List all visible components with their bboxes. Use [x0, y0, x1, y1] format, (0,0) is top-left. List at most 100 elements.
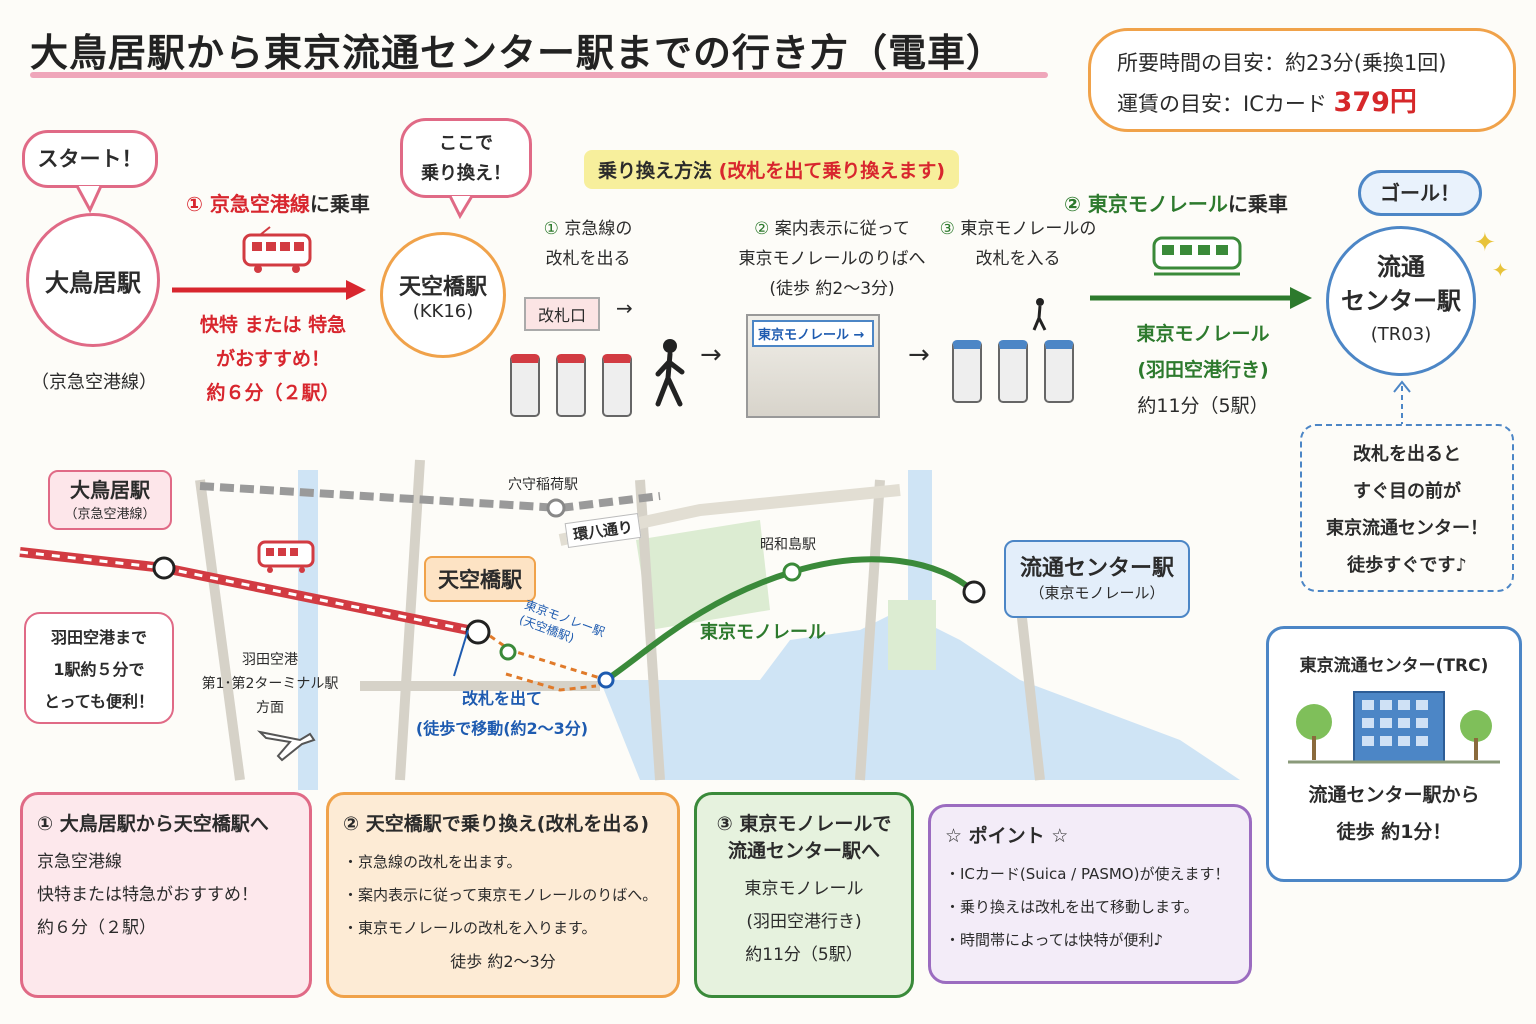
exit-note-l1: 改札を出ると [1353, 444, 1461, 465]
goal-station-l1: 流通 [1377, 253, 1425, 281]
step1-suffix: に乗車 [309, 192, 370, 216]
transfer-bubble-tail [448, 195, 474, 220]
map-haneda-l1: 羽田空港 [242, 652, 298, 668]
haneda-note-bubble: 羽田空港まで 1駅約５分で とっても便利！ [24, 612, 174, 724]
sign-arrow-icon: → [616, 296, 633, 320]
fare-value: 379円 [1333, 87, 1417, 118]
step2-notes: 東京モノレール (羽田空港行き) 約11分（5駅） [1108, 316, 1298, 424]
substep-3-l1: 東京モノレールの [960, 219, 1097, 239]
haneda-note-l2: 1駅約５分で [53, 660, 145, 679]
info-box-3: ③ 東京モノレールで 流通センター駅へ 東京モノレール (羽田空港行き) 約11… [694, 792, 914, 998]
haneda-note-l3: とっても便利！ [44, 692, 154, 711]
goal-station-l2: センター駅 [1341, 287, 1461, 315]
step1-note1: 快特 または 特急 [199, 314, 347, 336]
dashed-arrow [1393, 380, 1411, 424]
transfer-method-label: 乗り換え方法 [598, 160, 713, 182]
map-walk-l2: (徒歩で移動(約2〜3分) [415, 719, 589, 738]
step2-note1: 東京モノレール [1136, 323, 1270, 345]
substep-1-num: ① [543, 219, 559, 239]
map-anamori: 穴守稲荷駅 [508, 477, 578, 493]
substep-1: ① 京急線の 改札を出る [508, 214, 668, 274]
substep-2-l1: 案内表示に従って [774, 219, 910, 239]
info-box-2: ② 天空橋駅で乗り換え(改札を出る) ・京急線の改札を出ます。 ・案内表示に従っ… [326, 792, 680, 998]
sparkle-icon: ✦ [1492, 258, 1509, 282]
info-box-3-head: ③ 東京モノレールで [716, 813, 892, 835]
step2-num: ② [1064, 192, 1081, 216]
page-title: 大鳥居駅から東京流通センター駅までの行き方（電車） [30, 31, 1006, 75]
map-haneda-l3: 方面 [256, 700, 284, 716]
info-box-4-l2: ・乗り換えは改札を出て移動します。 [945, 898, 1199, 916]
start-line: （京急空港線） [31, 372, 157, 393]
info-box-1: ① 大鳥居駅から天空橋駅へ 京急空港線 快特または特急がおすすめ！ 約６分（２駅… [20, 792, 312, 998]
info-box-1-l1: 京急空港線 [37, 852, 122, 872]
step2-note3: 約11分（5駅） [1137, 395, 1269, 417]
flow-arrow-icon: → [700, 340, 722, 370]
substep-1-l2: 改札を出る [545, 249, 631, 269]
walking-person-icon [655, 339, 685, 407]
trc-l2: 徒歩 約1分！ [1336, 821, 1452, 843]
map-walk-note: 改札を出て (徒歩で移動(約2〜3分) [384, 684, 620, 744]
substep-3: ③ 東京モノレールの 改札を入る [938, 214, 1098, 274]
ticket-gate-icon [510, 354, 540, 417]
map-ryutsu-label: 流通センター駅 （東京モノレール） [1004, 540, 1190, 618]
step1-line: 京急空港線 [209, 192, 310, 216]
goal-station-circle: 流通 センター駅 (TR03) [1326, 226, 1476, 376]
info-box-4-l3: ・時間帯によっては快特が便利♪ [945, 931, 1164, 949]
map-otorii-line: （京急空港線） [64, 507, 156, 522]
step2-line: 東京モノレール [1087, 192, 1228, 216]
map-monorail-label: 東京モノレール [700, 622, 826, 643]
step2-header: ② 東京モノレールに乗車 [1064, 188, 1288, 217]
substep-2-l3: (徒歩 約2〜3分) [769, 279, 895, 299]
info-box-2-l4: 徒歩 約2〜3分 [450, 952, 556, 971]
transfer-station-circle: 天空橋駅 (KK16) [380, 232, 506, 358]
trc-l1: 流通センター駅から [1308, 784, 1480, 806]
info-box-4-head: ☆ ポイント ☆ [945, 825, 1069, 847]
info-box-3-l3: 約11分（5駅） [745, 945, 863, 965]
green-monorail-icon [1152, 236, 1242, 276]
info-box-4: ☆ ポイント ☆ ・ICカード(Suica / PASMO)が使えます！ ・乗り… [928, 804, 1252, 984]
step1-notes: 快特 または 特急 がおすすめ！ 約６分（２駅） [178, 308, 368, 410]
info-box-1-l3: 約６分（２駅） [37, 918, 156, 938]
trc-title: 東京流通センター(TRC) [1299, 656, 1489, 676]
info-box-2-head: ② 天空橋駅で乗り換え(改札を出る) [343, 813, 650, 835]
info-box-3-l1: 東京モノレール [744, 879, 864, 899]
ticket-gate-icon [556, 354, 586, 417]
substep-2-num: ② [754, 219, 770, 239]
start-station-circle: 大鳥居駅 [26, 213, 160, 347]
flow-arrow-icon: → [908, 340, 930, 370]
substep-2: ② 案内表示に従って 東京モノレールのりばへ (徒歩 約2〜3分) [722, 214, 942, 304]
ticket-gate-icon [1044, 340, 1074, 403]
fare-label: 運賃の目安：ICカード [1117, 92, 1327, 116]
red-train-icon [257, 540, 315, 573]
info-box-2-l3: ・東京モノレールの改札を入ります。 [343, 919, 597, 937]
step1-header: ① 京急空港線に乗車 [186, 188, 370, 217]
substep-1-l1: 京急線の [564, 219, 633, 239]
info-box-3-head2: 流通センター駅へ [727, 840, 880, 862]
info-box-1-head: ① 大鳥居駅から天空橋駅へ [37, 813, 269, 835]
summary-time: 所要時間の目安：約23分(乗換1回) [1117, 51, 1447, 75]
exit-note-l3: 東京流通センター！ [1326, 518, 1488, 539]
walking-person-icon [1032, 298, 1047, 331]
sparkle-icon: ✦ [1474, 228, 1496, 258]
step1-note2: がおすすめ！ [215, 348, 330, 370]
trc-building-icon [1288, 691, 1500, 764]
exit-note-l4: 徒歩すぐです♪ [1347, 555, 1467, 576]
goal-station-code: (TR03) [1370, 324, 1432, 345]
transfer-bubble-l1: ここで [439, 133, 493, 154]
info-box-3-l2: (羽田空港行き) [746, 912, 862, 932]
step1-num: ① [186, 192, 203, 216]
info-box-4-l1: ・ICカード(Suica / PASMO)が使えます！ [945, 865, 1230, 883]
start-bubble-tail [75, 185, 103, 214]
map-otorii-label: 大鳥居駅 （京急空港線） [48, 470, 172, 530]
haneda-note-l1: 羽田空港まで [50, 628, 147, 647]
transfer-bubble: ここで 乗り換え！ [400, 118, 532, 198]
map-ryutsu-line: （東京モノレール） [1029, 584, 1165, 602]
transfer-method: 乗り換え方法 (改札を出て乗り換えます) [584, 150, 960, 189]
map-haneda-l2: 第1･第2ターミナル駅 [201, 676, 339, 692]
step2-arrow [1090, 287, 1312, 309]
substep-2-l2: 東京モノレールのりばへ [738, 249, 926, 269]
exit-note: 改札を出ると すぐ目の前が 東京流通センター！ 徒歩すぐです♪ [1300, 424, 1514, 592]
step1-arrow [172, 280, 366, 300]
info-box-2-l1: ・京急線の改札を出ます。 [343, 853, 522, 871]
step1-note3: 約６分（２駅） [206, 382, 340, 404]
